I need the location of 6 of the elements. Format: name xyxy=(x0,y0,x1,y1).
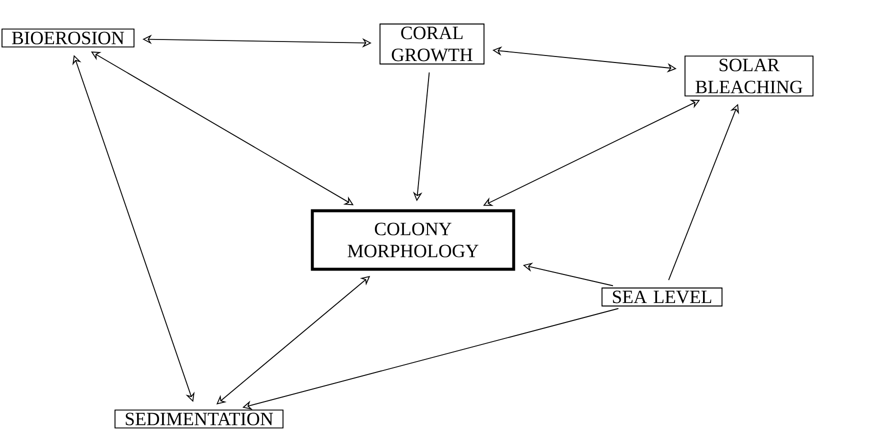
process-box: SOLAR BLEACHING xyxy=(684,56,814,96)
process-box: SEA LEVEL xyxy=(602,288,722,306)
process-box: SEDIMENTATION xyxy=(114,410,284,428)
process-box: COLONY MORPHOLOGY xyxy=(310,209,516,271)
process-box: CORAL GROWTH xyxy=(380,24,484,64)
process-box: BIOEROSION xyxy=(2,28,134,48)
